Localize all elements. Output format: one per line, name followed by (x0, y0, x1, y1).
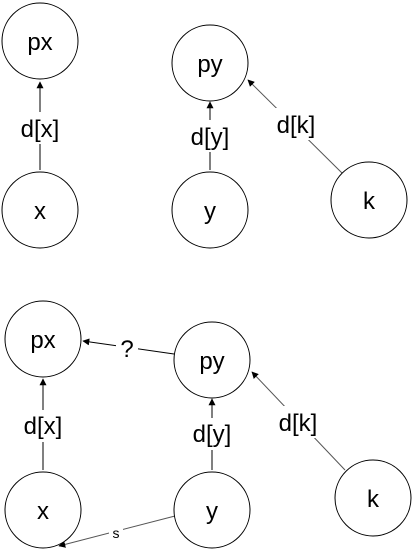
top-node-x: x (1, 171, 79, 249)
bottom-edge-label-dk: d[k] (279, 410, 318, 437)
bottom-node-y: y (173, 471, 251, 549)
bottom-node-x-label: x (37, 498, 49, 525)
top-node-py: py (171, 24, 249, 102)
top-node-px: px (1, 2, 79, 80)
bottom-node-px-label: px (30, 327, 55, 354)
top-node-k-label: k (363, 188, 376, 215)
top-node-y-label: y (204, 198, 216, 225)
bottom-node-py-label: py (199, 348, 224, 375)
bottom-edge-y-py: d[y] (186, 398, 238, 470)
bottom-edge-label-dy: d[y] (193, 421, 232, 448)
bottom-edge-py-px: ? (82, 333, 175, 363)
top-edge-label-dk: d[k] (277, 112, 316, 139)
top-node-x-label: x (34, 198, 46, 225)
bottom-node-k: k (334, 459, 412, 537)
bottom-edge-y-x: s (58, 515, 176, 548)
bottom-edge-label-s: s (113, 525, 120, 541)
bottom-node-y-label: y (206, 498, 218, 525)
bottom-edge-x-px: d[x] (17, 378, 69, 470)
top-edge-k-py: d[k] (247, 79, 344, 175)
top-node-y: y (171, 171, 249, 249)
bottom-node-k-label: k (367, 486, 380, 513)
top-diagram: d[x] d[y] d[k] px py x y (1, 2, 408, 249)
bottom-edge-label-question: ? (120, 336, 133, 363)
top-edge-y-py: d[y] (184, 101, 236, 170)
top-node-px-label: px (27, 29, 52, 56)
top-edge-x-px: d[x] (14, 81, 66, 170)
top-node-py-label: py (197, 51, 222, 78)
bottom-node-x: x (4, 471, 82, 549)
bottom-diagram: d[x] d[y] d[k] ? s px py (4, 300, 412, 549)
top-node-k: k (330, 161, 408, 239)
bottom-edge-label-dx: d[x] (24, 413, 63, 440)
top-edge-label-dx: d[x] (21, 116, 60, 143)
top-edge-label-dy: d[y] (191, 124, 230, 151)
bottom-node-py: py (173, 321, 251, 399)
bottom-node-px: px (4, 300, 82, 378)
bottom-edge-k-py: d[k] (251, 371, 346, 471)
